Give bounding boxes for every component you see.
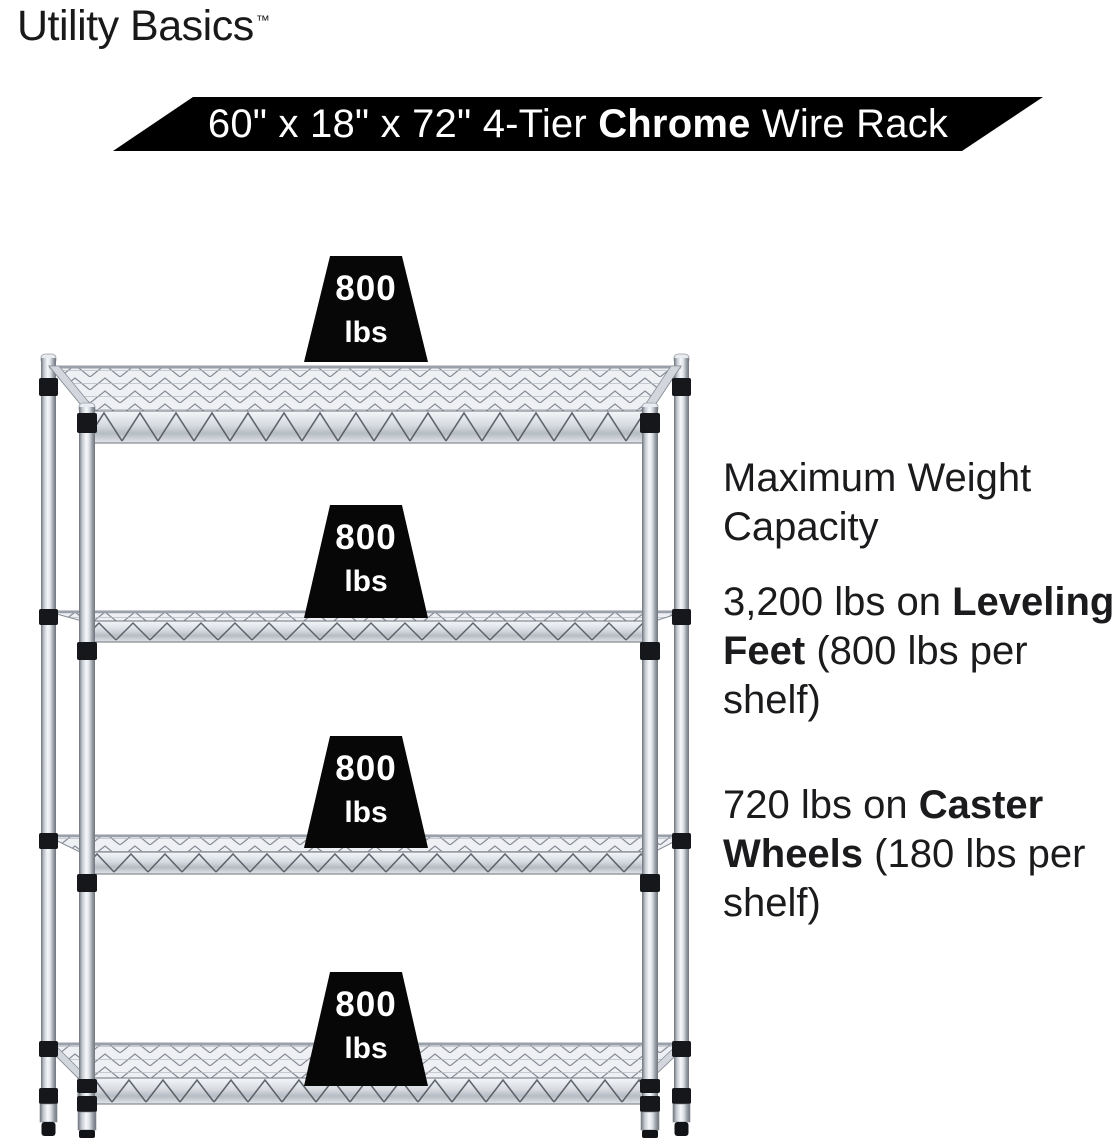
weight-unit: lbs: [344, 796, 388, 829]
brand-trademark: ™: [255, 11, 270, 28]
weight-value: 800: [335, 518, 397, 557]
spec-caster-wheels: 720 lbs on Caster Wheels (180 lbs per sh…: [723, 783, 1086, 925]
banner-title-bold: Chrome: [598, 102, 751, 146]
weight-unit: lbs: [344, 565, 388, 598]
banner-title-suffix: Wire Rack: [750, 102, 949, 146]
shelf-1: [47, 365, 682, 444]
spec-leveling-feet: 3,200 lbs on Leveling Feet (800 lbs per …: [723, 580, 1115, 722]
weight-unit: lbs: [344, 316, 388, 349]
title-banner: 60" x 18" x 72" 4-Tier Chrome Wire Rack: [113, 97, 1043, 151]
weight-value: 800: [335, 985, 397, 1024]
banner-title: 60" x 18" x 72" 4-Tier Chrome Wire Rack: [208, 97, 948, 151]
weight-value: 800: [335, 269, 397, 308]
shelf-collars: [39, 378, 691, 1093]
details-heading: Maximum Weight Capacity: [723, 456, 1032, 549]
weight-unit: lbs: [344, 1032, 388, 1065]
weight-capacity-badge-shelf-1: 800 lbs: [304, 256, 428, 362]
banner-title-prefix: 60" x 18" x 72" 4-Tier: [207, 102, 599, 146]
brand-name: Utility Basics: [17, 2, 254, 50]
leveling-feet: [39, 1088, 691, 1138]
back-posts: [40, 353, 690, 1090]
front-posts: [78, 402, 659, 1098]
weight-capacity-details: Maximum Weight Capacity 3,200 lbs on Lev…: [723, 454, 1114, 928]
weight-value: 800: [335, 749, 397, 788]
shelf-4: [41, 1042, 691, 1105]
